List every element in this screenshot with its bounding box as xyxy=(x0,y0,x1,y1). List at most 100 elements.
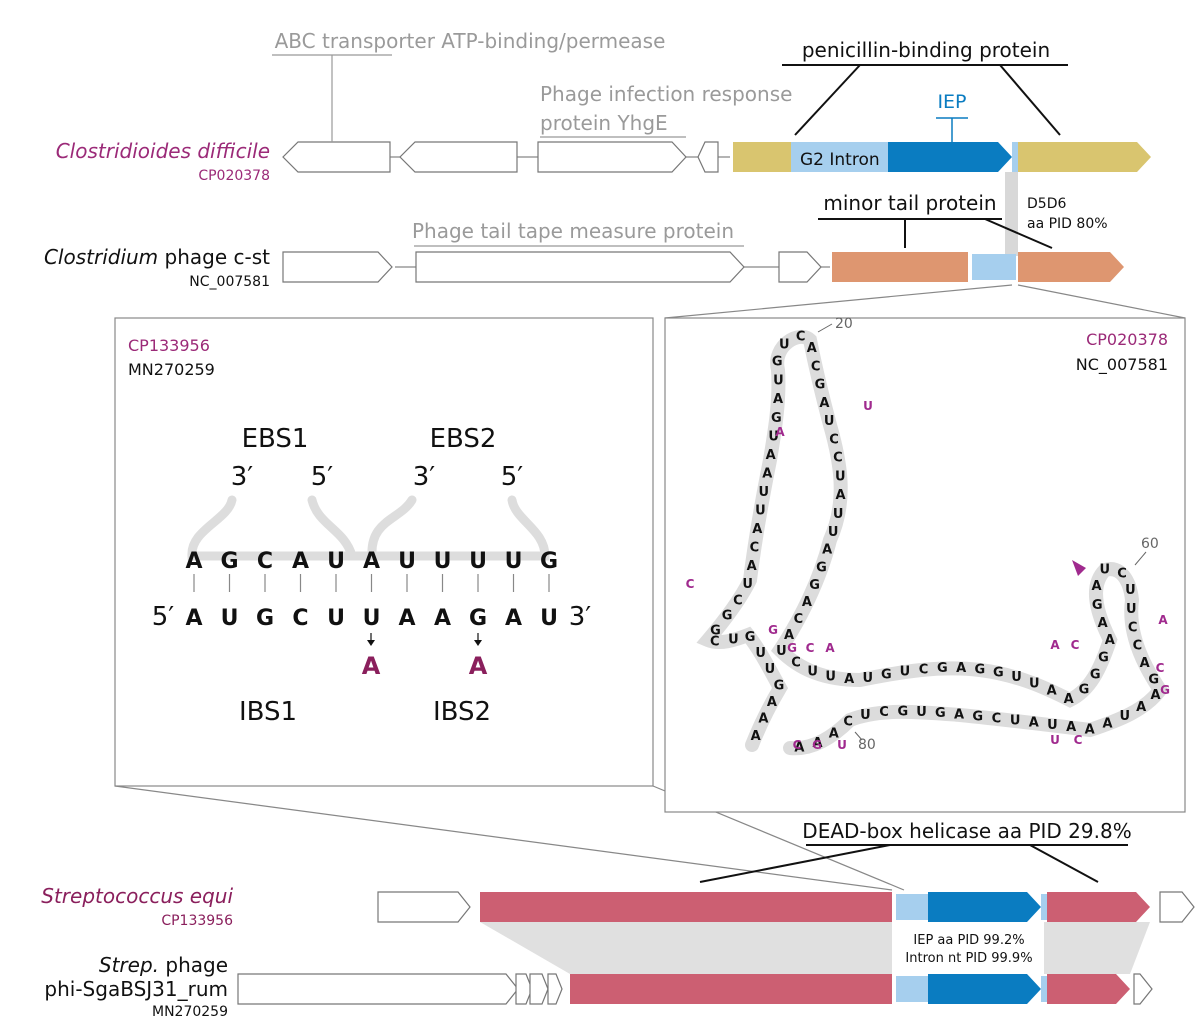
ibs-3prime: 3′ xyxy=(569,602,592,632)
gene-arrow xyxy=(1159,891,1195,923)
rna-nucleotide: A xyxy=(1136,700,1146,715)
intron-end xyxy=(1012,142,1018,172)
rna-nucleotide: U xyxy=(825,670,836,685)
rna-nucleotide: G xyxy=(897,704,908,719)
rna-nucleotide: U xyxy=(860,708,871,723)
rna-variant-nucleotide: C xyxy=(806,641,815,655)
rna-nucleotide: U xyxy=(1120,709,1131,724)
rna-nucleotide: U xyxy=(1047,718,1058,733)
cdiff-name: Clostridioides difficile xyxy=(56,139,270,163)
rna-nucleotide: U xyxy=(728,632,739,647)
rna-variant-nucleotide: C xyxy=(1156,661,1165,675)
equi-iep xyxy=(928,892,1041,922)
rna-nucleotide: A xyxy=(747,559,757,574)
minor-tail-right xyxy=(1018,252,1124,282)
pbp-label: penicillin-binding protein xyxy=(802,38,1050,62)
rna-nucleotide: G xyxy=(974,663,985,678)
rna-nucleotide: U xyxy=(1125,583,1136,598)
equi-name: Streptococcus equi xyxy=(41,884,233,908)
gene-arrow xyxy=(515,973,533,1005)
gene-arrow xyxy=(537,141,687,173)
intron-pid-label: Intron nt PID 99.9% xyxy=(905,951,1032,966)
ebs-nucleotide: U xyxy=(505,549,523,574)
ibs-nucleotide: A xyxy=(505,606,522,631)
ibs-nucleotide: C xyxy=(292,606,308,631)
rna-variant-nucleotide: C xyxy=(793,738,802,752)
rna-nucleotide: U xyxy=(1029,676,1040,691)
rna-nucleotide: A xyxy=(1091,579,1101,594)
rna-nucleotide: A xyxy=(773,392,783,407)
equi-gene-right xyxy=(1047,892,1150,922)
rna-nucleotide: C xyxy=(811,359,821,374)
ibs-nucleotide: G xyxy=(256,606,274,631)
phage-infection-label-2: protein YhgE xyxy=(540,111,668,135)
rna-nucleotide: A xyxy=(1150,688,1160,703)
rna-nucleotide: C xyxy=(879,705,889,720)
rna-nucleotide: C xyxy=(710,634,720,649)
ibs-5prime: 5′ xyxy=(152,602,175,632)
ebs1-3prime: 3′ xyxy=(231,462,254,492)
rna-nucleotide: U xyxy=(1126,602,1137,617)
rna-variant-nucleotide: G xyxy=(812,738,822,752)
rna-nucleotide: U xyxy=(833,507,844,522)
rna-nucleotide: U xyxy=(835,469,846,484)
rna-nucleotide: A xyxy=(954,707,964,722)
rna-nucleotide: C xyxy=(1133,639,1143,654)
rna-nucleotide: U xyxy=(824,414,835,429)
rna-nucleotide: A xyxy=(784,628,794,643)
gene-arrow xyxy=(778,251,822,283)
equi-gene-left xyxy=(480,892,892,922)
pbp-left xyxy=(733,142,791,172)
rna-nucleotide: U xyxy=(863,671,874,686)
ibs-nucleotide: G xyxy=(469,606,487,631)
rna-nucleotide: G xyxy=(935,706,946,721)
abc-label: ABC transporter ATP-binding/permease xyxy=(275,29,666,53)
ebs2-label: EBS2 xyxy=(430,424,497,454)
strep-intron-1 xyxy=(896,976,928,1002)
rna-nucleotide: A xyxy=(1029,716,1039,731)
ibs-nucleotide: U xyxy=(540,606,558,631)
rna-nucleotide: U xyxy=(776,644,787,659)
strep-iep xyxy=(928,974,1041,1004)
iep-label: IEP xyxy=(937,91,966,113)
ibs-nucleotide: U xyxy=(363,606,381,631)
rna-nucleotide: A xyxy=(751,729,761,744)
cdiff-locus: G2 Intron IEP penicillin-binding protein… xyxy=(56,29,1151,184)
rna-nucleotide: C xyxy=(833,451,843,466)
gene-arrow xyxy=(282,251,393,283)
iep-gene xyxy=(888,142,1012,172)
rna-variant-nucleotide: G xyxy=(787,641,797,655)
rna-nucleotide: U xyxy=(1010,713,1021,728)
rna-variant-nucleotide: A xyxy=(1050,638,1060,652)
rna-nucleotide: U xyxy=(765,662,776,677)
rna-nucleotide: C xyxy=(843,714,853,729)
rna-nucleotide: A xyxy=(1140,656,1150,671)
rna-nucleotide: G xyxy=(722,609,733,624)
rna-nucleotide: U xyxy=(742,577,753,592)
rna-variant-nucleotide: U xyxy=(1050,733,1060,747)
phage-infection-label-1: Phage infection response xyxy=(540,82,792,106)
ebs2-5prime: 5′ xyxy=(501,462,524,492)
rna-nucleotide: U xyxy=(828,525,839,540)
pbp-right xyxy=(1018,142,1151,172)
rna-nucleotide: A xyxy=(794,741,804,756)
equi-intron-2 xyxy=(1041,894,1047,920)
strep-gene-right xyxy=(1047,974,1130,1004)
rna-nucleotide: G xyxy=(809,578,820,593)
gene-arrow xyxy=(697,141,719,173)
strep-name-2: phi-SgaBSJ31_rum xyxy=(44,977,228,1001)
iep-pid-label: IEP aa PID 99.2% xyxy=(913,933,1024,948)
gene-arrow xyxy=(1133,973,1153,1005)
ebs2-3prime: 3′ xyxy=(413,462,436,492)
rna-nucleotide: U xyxy=(759,485,770,500)
rna-nucleotide: C xyxy=(791,656,801,671)
rna-acc-2: NC_007581 xyxy=(1076,355,1168,375)
ibs-nucleotide: U xyxy=(221,606,239,631)
gene-arrow xyxy=(399,141,518,173)
variant-a-1: A xyxy=(362,652,381,680)
rna-nucleotide: C xyxy=(796,329,806,344)
rna-nucleotide: A xyxy=(762,467,772,482)
strep-phage-locus: Strep. phage phi-SgaBSJ31_rum MN270259 xyxy=(44,953,1153,1018)
rna-nucleotide: A xyxy=(812,736,822,751)
